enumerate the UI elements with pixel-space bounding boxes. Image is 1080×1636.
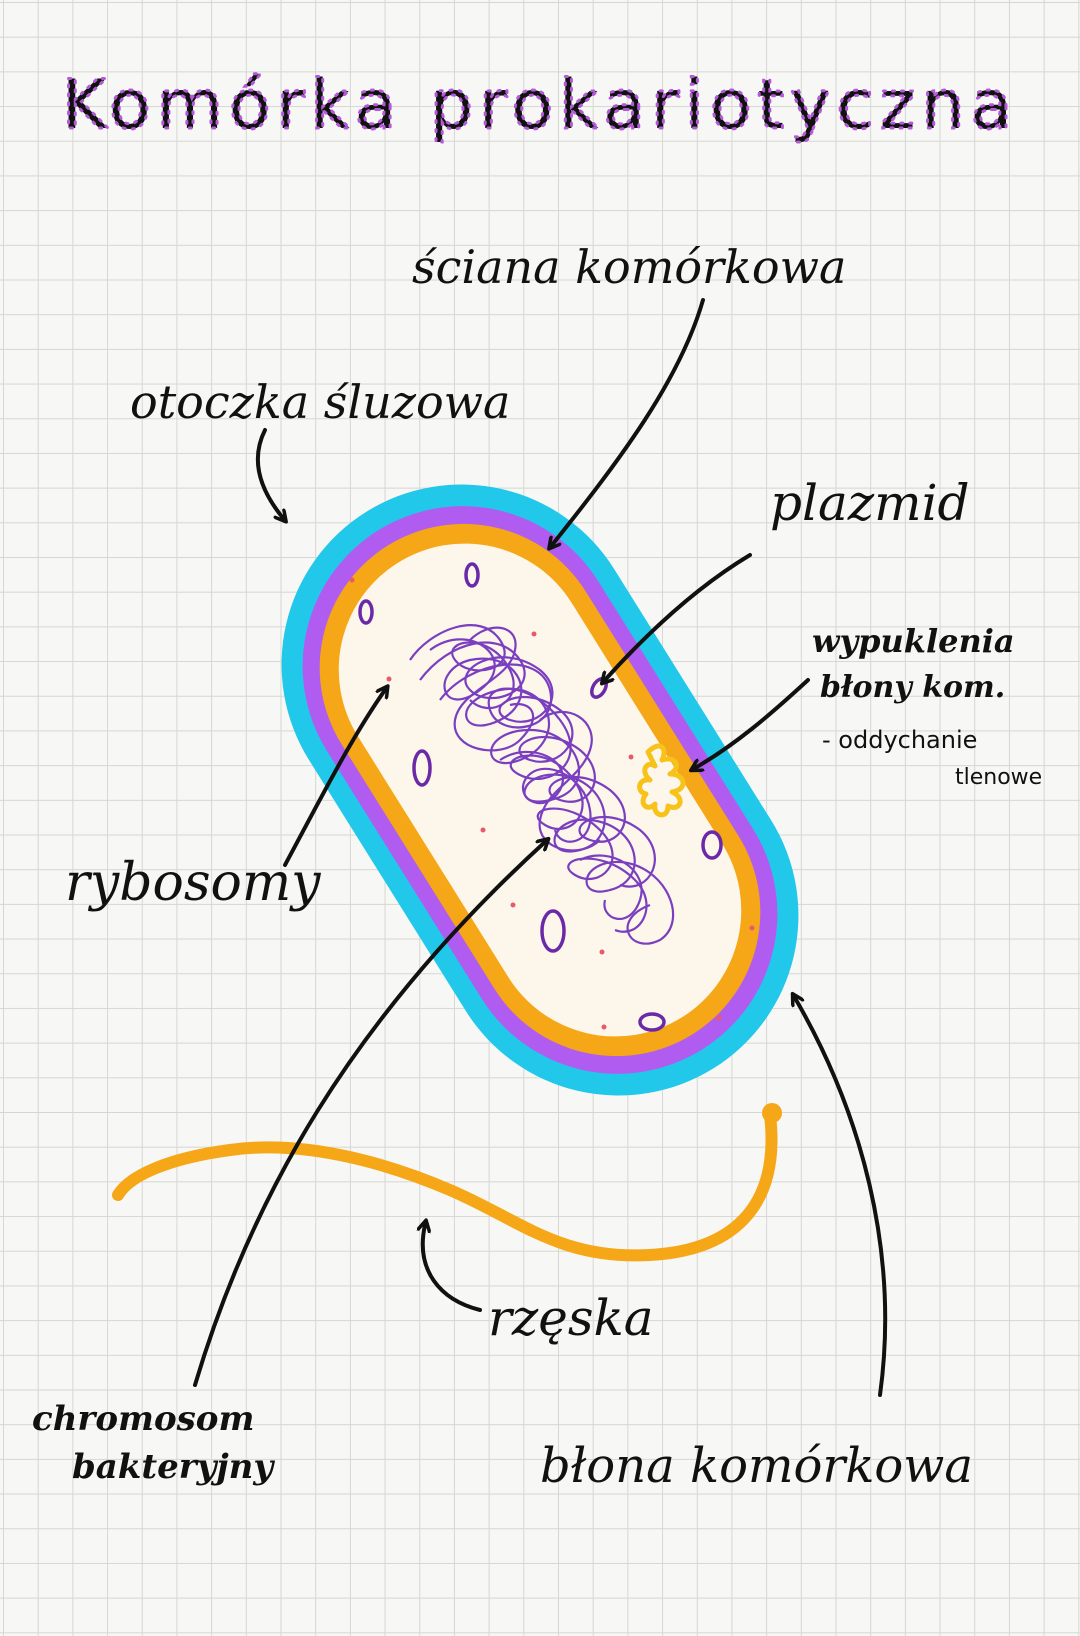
- diagram-title: Komórka prokariotyczna: [62, 66, 1018, 145]
- arrow-ribosomes: [283, 690, 385, 867]
- bacterial-chromosome: [409, 624, 675, 945]
- arrow-plasmid: [605, 553, 752, 680]
- label-mesosome-note1: - oddychanie: [822, 726, 977, 754]
- ribosome: [599, 949, 605, 955]
- mesosome: [637, 743, 686, 818]
- plasmid: [412, 749, 432, 787]
- label-mesosome-line1: wypuklenia: [812, 622, 1015, 660]
- arrow-chromosome: [193, 842, 545, 1387]
- arrow-capsule: [255, 428, 283, 518]
- ribosome: [349, 577, 355, 583]
- ribosome: [480, 827, 486, 833]
- plasmid: [638, 1012, 666, 1032]
- ribosome: [749, 925, 755, 931]
- cytoplasm: [338, 543, 742, 1037]
- plasmids: [358, 562, 723, 1032]
- ribosome: [716, 1015, 722, 1021]
- label-flagellum: rzęska: [488, 1289, 654, 1347]
- label-ribosomes: rybosomy: [65, 853, 321, 913]
- ribosome: [510, 902, 516, 908]
- arrow-cell-membrane: [795, 998, 888, 1397]
- label-mesosome-line2: błony kom.: [820, 670, 1005, 705]
- ribosomes: [349, 577, 755, 1030]
- label-cell-wall: ściana komórkowa: [412, 240, 846, 294]
- plasmid: [464, 562, 480, 588]
- plasmid: [540, 909, 566, 953]
- arrow-mesosome: [695, 678, 810, 768]
- ribosome: [531, 631, 537, 637]
- pointer-arrows: [193, 298, 888, 1397]
- ribosome: [628, 754, 634, 760]
- flagellum: [112, 1109, 778, 1262]
- label-cell-membrane: błona komórkowa: [540, 1438, 973, 1494]
- arrow-flagellum: [423, 1225, 482, 1312]
- ribosome: [386, 676, 392, 682]
- ribosome: [601, 1024, 607, 1030]
- label-capsule: otoczka śluzowa: [130, 375, 510, 429]
- plasmid: [701, 830, 723, 860]
- flagellum-base: [762, 1103, 782, 1123]
- plasmid: [358, 599, 374, 625]
- label-mesosome-note2: tlenowe: [955, 765, 1042, 790]
- label-chromosome-line2: bakteryjny: [72, 1447, 275, 1487]
- bacterial-cell: [281, 484, 799, 1096]
- label-plasmid: plazmid: [770, 474, 970, 532]
- arrow-cell-wall: [552, 298, 705, 545]
- label-chromosome-line1: chromosom: [32, 1399, 254, 1439]
